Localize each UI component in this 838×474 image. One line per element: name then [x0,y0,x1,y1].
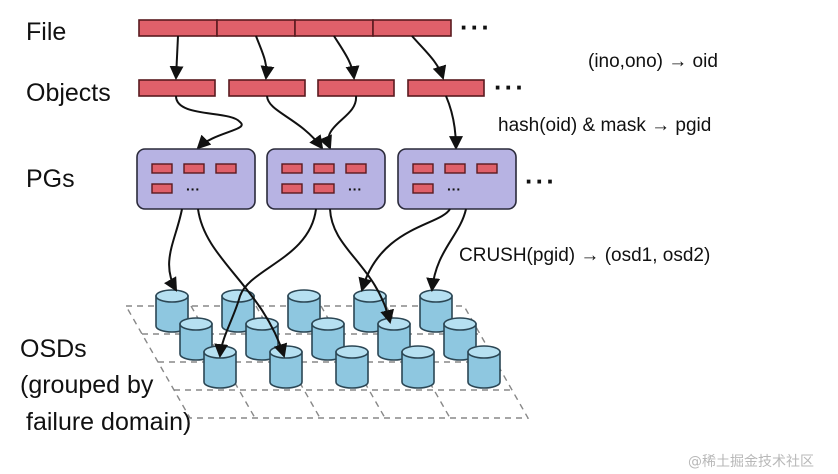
pg-object [476,163,498,174]
osds-grouping-label: (grouped by [20,371,154,399]
pg-inner-ellipsis: ··· [447,181,461,197]
object-bar [138,79,216,97]
pgs-ellipsis: ··· [525,166,557,196]
osd-cylinders [155,289,501,389]
pgid-formula: hash(oid) & mask → pgid [498,115,711,136]
file-to-object-arrows [169,35,447,81]
arrow [197,208,288,359]
arrow [169,35,184,81]
pg-object [313,163,335,174]
arrow [214,208,317,359]
osd-cylinder [401,345,435,389]
pg-box: ··· [136,148,256,210]
pg-object [313,183,335,194]
pg-object [345,163,367,174]
arrow [445,95,463,151]
pg-object [281,183,303,194]
osd-cylinder [335,345,369,389]
objects-label: Objects [26,79,111,107]
file-segment [138,19,218,37]
pg-inner-ellipsis: ··· [186,181,200,197]
object-bar [228,79,306,97]
arrow [333,35,360,81]
osd-cylinder [467,345,501,389]
file-segment [216,19,296,37]
arrow [358,208,451,293]
object-to-pg-arrows [175,95,463,151]
file-ellipsis: ··· [460,12,492,42]
file-bar [138,19,452,37]
pg-object [281,163,303,174]
pg-object [215,163,237,174]
pg-box: ··· [266,148,386,210]
object-bar [407,79,485,97]
arrow [255,35,275,81]
object-bar [317,79,395,97]
pg-box: ··· [397,148,517,210]
osd-cylinder [269,345,303,389]
pg-object [444,163,466,174]
arrow [318,95,358,150]
object-row [138,79,485,97]
pg-object [151,163,173,174]
pg-object [151,183,173,194]
pg-inner-ellipsis: ··· [348,181,362,197]
arrow [266,95,324,150]
arrow [175,95,243,150]
crush-formula: CRUSH(pgid) → (osd1, osd2) [459,245,710,266]
file-segment [372,19,452,37]
objects-ellipsis: ··· [494,72,526,102]
failure-domain-label: failure domain) [26,408,191,436]
file-label: File [26,18,66,46]
pg-object [412,183,434,194]
arrow [329,208,395,325]
oid-formula: (ino,ono) → oid [588,51,718,72]
pg-to-osd-arrows [164,208,467,359]
arrow [426,208,467,293]
arrow [411,35,447,81]
pgs-label: PGs [26,165,75,193]
pg-object [412,163,434,174]
watermark-text: @稀土掘金技术社区 [688,454,814,470]
file-segment [294,19,374,37]
arrow [164,208,183,292]
osds-label: OSDs [20,335,87,363]
pg-object [183,163,205,174]
